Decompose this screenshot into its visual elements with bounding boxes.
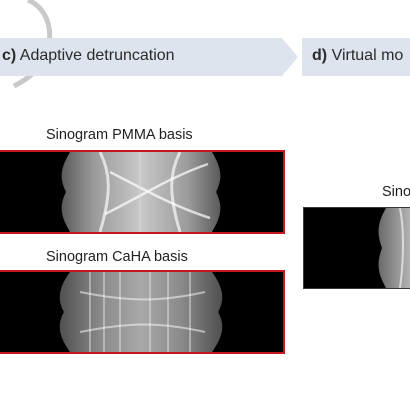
step-d-banner: d) Virtual mo <box>302 38 410 76</box>
sinogram-pmma-title: Sinogram PMMA basis <box>46 127 193 143</box>
sinogram-caha-image <box>0 270 285 354</box>
sinogram-right-title: Sino <box>382 184 410 200</box>
step-c-letter: c) <box>2 47 17 64</box>
sinogram-caha-title: Sinogram CaHA basis <box>46 249 188 265</box>
sinogram-pmma-image <box>0 150 285 234</box>
step-d-label: Virtual mo <box>331 47 404 64</box>
step-c-banner: c) Adaptive detruncation <box>0 38 300 76</box>
step-d-letter: d) <box>312 47 328 64</box>
sinogram-right-image <box>303 207 410 289</box>
step-c-label: Adaptive detruncation <box>19 47 175 64</box>
